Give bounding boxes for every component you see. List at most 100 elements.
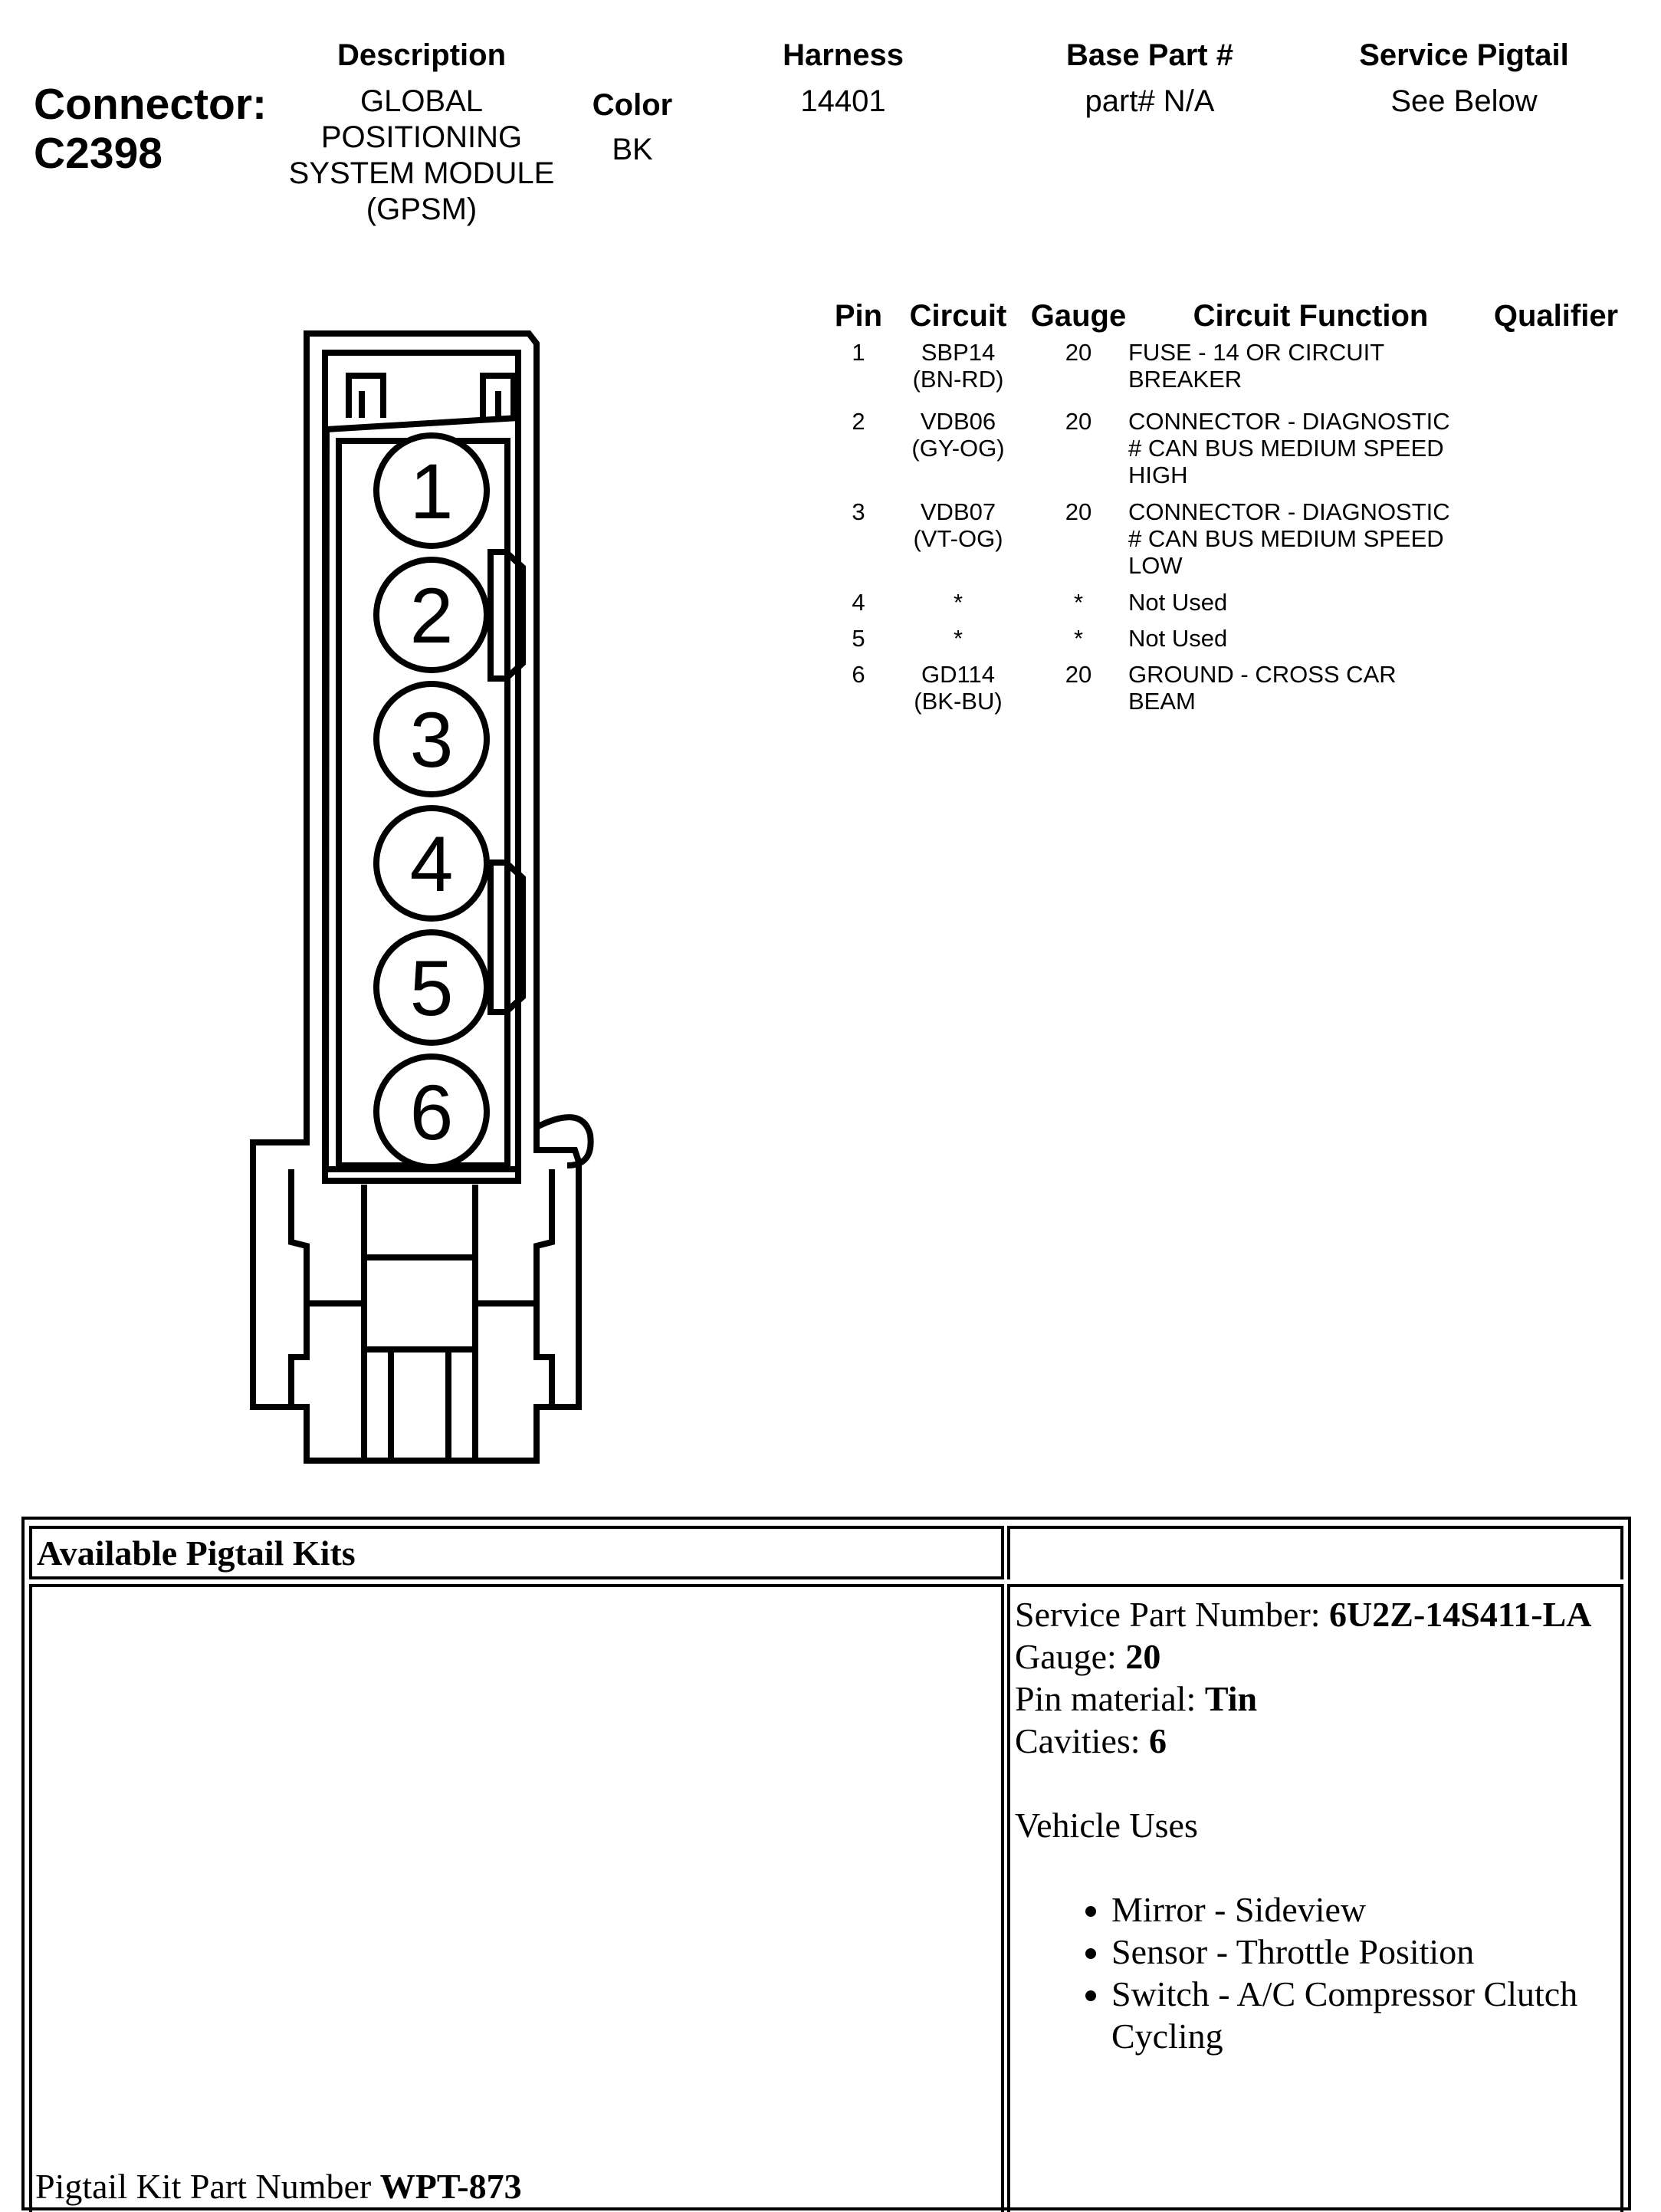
cell-function: CONNECTOR - DIAGNOSTIC # CAN BUS MEDIUM … [1128,498,1450,579]
gauge-line: Gauge: 20 [1015,1635,1613,1678]
pigtail-kit-number: WPT-873 [379,2167,522,2206]
ear [535,1114,594,1168]
cell-circuit: VDB07(VT-OG) [901,498,1016,552]
service-part-value: 6U2Z-14S411-LA [1329,1595,1592,1634]
cell-circuit-code: GD114 [921,661,995,688]
table-row: 5 * * Not Used [820,625,1633,661]
service-part-line: Service Part Number: 6U2Z-14S411-LA [1015,1593,1613,1635]
cell-circuit-code: SBP14 [921,339,996,366]
pigtail-details-cell: Service Part Number: 6U2Z-14S411-LA Gaug… [1007,1584,1623,2212]
col-pin-header: Pin [834,299,883,333]
pigtail-title-cell: Available Pigtail Kits [29,1526,1004,1579]
gauge-label: Gauge: [1015,1637,1117,1676]
cell-gauge: * [1073,625,1084,652]
harness-column: Harness 14401 [736,38,950,120]
col-function-header: Circuit Function [1193,299,1429,333]
description-column: Description GLOBAL POSITIONING SYSTEM MO… [276,38,567,228]
gauge-value: 20 [1125,1637,1161,1676]
side-key-lower [487,859,526,1015]
cell-circuit: GD114(BK-BU) [901,661,1016,715]
housing-outline [250,330,582,1464]
cell-circuit-color: (BN-RD) [912,366,1004,393]
cell-function: Not Used [1128,589,1228,616]
cavities-line: Cavities: 6 [1015,1720,1613,1762]
cell-circuit-color: (BK-BU) [914,688,1003,715]
base-part-column: Base Part # part# N/A [1035,38,1265,120]
pin-chamber [322,414,521,1172]
cell-circuit: SBP14(BN-RD) [901,339,1016,393]
connector-title: Connector: C2398 [34,80,267,178]
col-gauge-header: Gauge [1030,299,1127,333]
pin-circle-4 [373,805,490,922]
connector-label: Connector: [34,80,267,129]
base-part-label: Base Part # [1066,38,1233,72]
cell-pin: 3 [852,498,865,525]
pigtail-title: Available Pigtail Kits [37,1533,356,1573]
cell-circuit-code: VDB06 [920,408,996,435]
cell-gauge: * [1073,589,1084,616]
service-pigtail-label: Service Pigtail [1359,38,1569,72]
service-part-label: Service Part Number: [1015,1595,1321,1634]
cell-circuit-code: * [953,589,963,616]
pin-number-3: 3 [410,696,454,784]
table-row: 4 * * Not Used [820,589,1633,625]
pin-circle-2 [373,557,490,673]
cell-pin: 2 [852,408,865,435]
cell-gauge: 20 [1065,339,1092,366]
pin-table-header: Pin Circuit Gauge Circuit Function Quali… [820,299,1633,339]
col-circuit-header: Circuit [909,299,1007,333]
cavities-value: 6 [1149,1721,1167,1760]
color-column: Color BK [567,88,698,168]
harness-label: Harness [783,38,904,72]
cell-pin: 4 [852,589,865,616]
description-label: Description [336,38,507,72]
pigtail-details: Service Part Number: 6U2Z-14S411-LA Gaug… [1010,1587,1613,2057]
base-part-value: part# N/A [1085,84,1215,118]
color-value: BK [612,133,653,166]
cell-circuit: VDB06(GY-OG) [901,408,1016,462]
cell-pin: 1 [852,339,865,366]
vehicle-uses-list: Mirror - SideviewSensor - Throttle Posit… [1015,1888,1613,2057]
pin-number-4: 4 [410,820,454,908]
latch-left [346,373,386,418]
service-pigtail-column: Service Pigtail See Below [1318,38,1610,120]
pin-circle-6 [373,1053,490,1170]
pigtail-outer-frame [21,1517,1631,2210]
pin-table: Pin Circuit Gauge Circuit Function Quali… [820,299,1633,730]
pin-number-1: 1 [410,448,454,535]
pigtail-kit-cell: Pigtail Kit Part Number WPT-873 [29,1584,1004,2212]
color-label: Color [592,88,673,122]
pin-circle-3 [373,681,490,797]
pigtail-kit-line: Pigtail Kit Part Number WPT-873 [35,2165,522,2207]
cell-function: Not Used [1128,625,1228,652]
pigtail-kit-label: Pigtail Kit Part Number [35,2167,372,2206]
side-key-upper [487,549,526,682]
latch-right [480,373,517,418]
pin-material-label: Pin material: [1015,1679,1197,1718]
description-value: GLOBAL POSITIONING SYSTEM MODULE (GPSM) [288,84,555,226]
vehicle-use-item: Switch - A/C Compressor Clutch Cycling [1111,1973,1613,2057]
cell-circuit-code: VDB07 [920,498,996,525]
col-qualifier-header: Qualifier [1493,299,1619,333]
table-row: 3 VDB07(VT-OG) 20 CONNECTOR - DIAGNOSTIC # … [820,498,1633,589]
pin-number-2: 2 [410,572,454,659]
cell-circuit-color: (VT-OG) [913,525,1003,552]
pin-circle-1 [373,432,490,549]
pin-number-5: 5 [410,945,454,1032]
pin-circle-5 [373,929,490,1046]
cell-gauge: 20 [1065,498,1092,525]
cell-pin: 5 [852,625,865,652]
cell-function: CONNECTOR - DIAGNOSTIC # CAN BUS MEDIUM … [1128,408,1450,488]
lower-lock [288,1169,310,1407]
vehicle-uses-label: Vehicle Uses [1015,1806,1198,1845]
cell-circuit: * [901,625,1016,652]
cavities-label: Cavities: [1015,1721,1141,1760]
vehicle-use-item: Sensor - Throttle Position [1111,1931,1613,1973]
cell-gauge: 20 [1065,661,1092,688]
cell-function: GROUND - CROSS CAR BEAM [1128,661,1397,715]
